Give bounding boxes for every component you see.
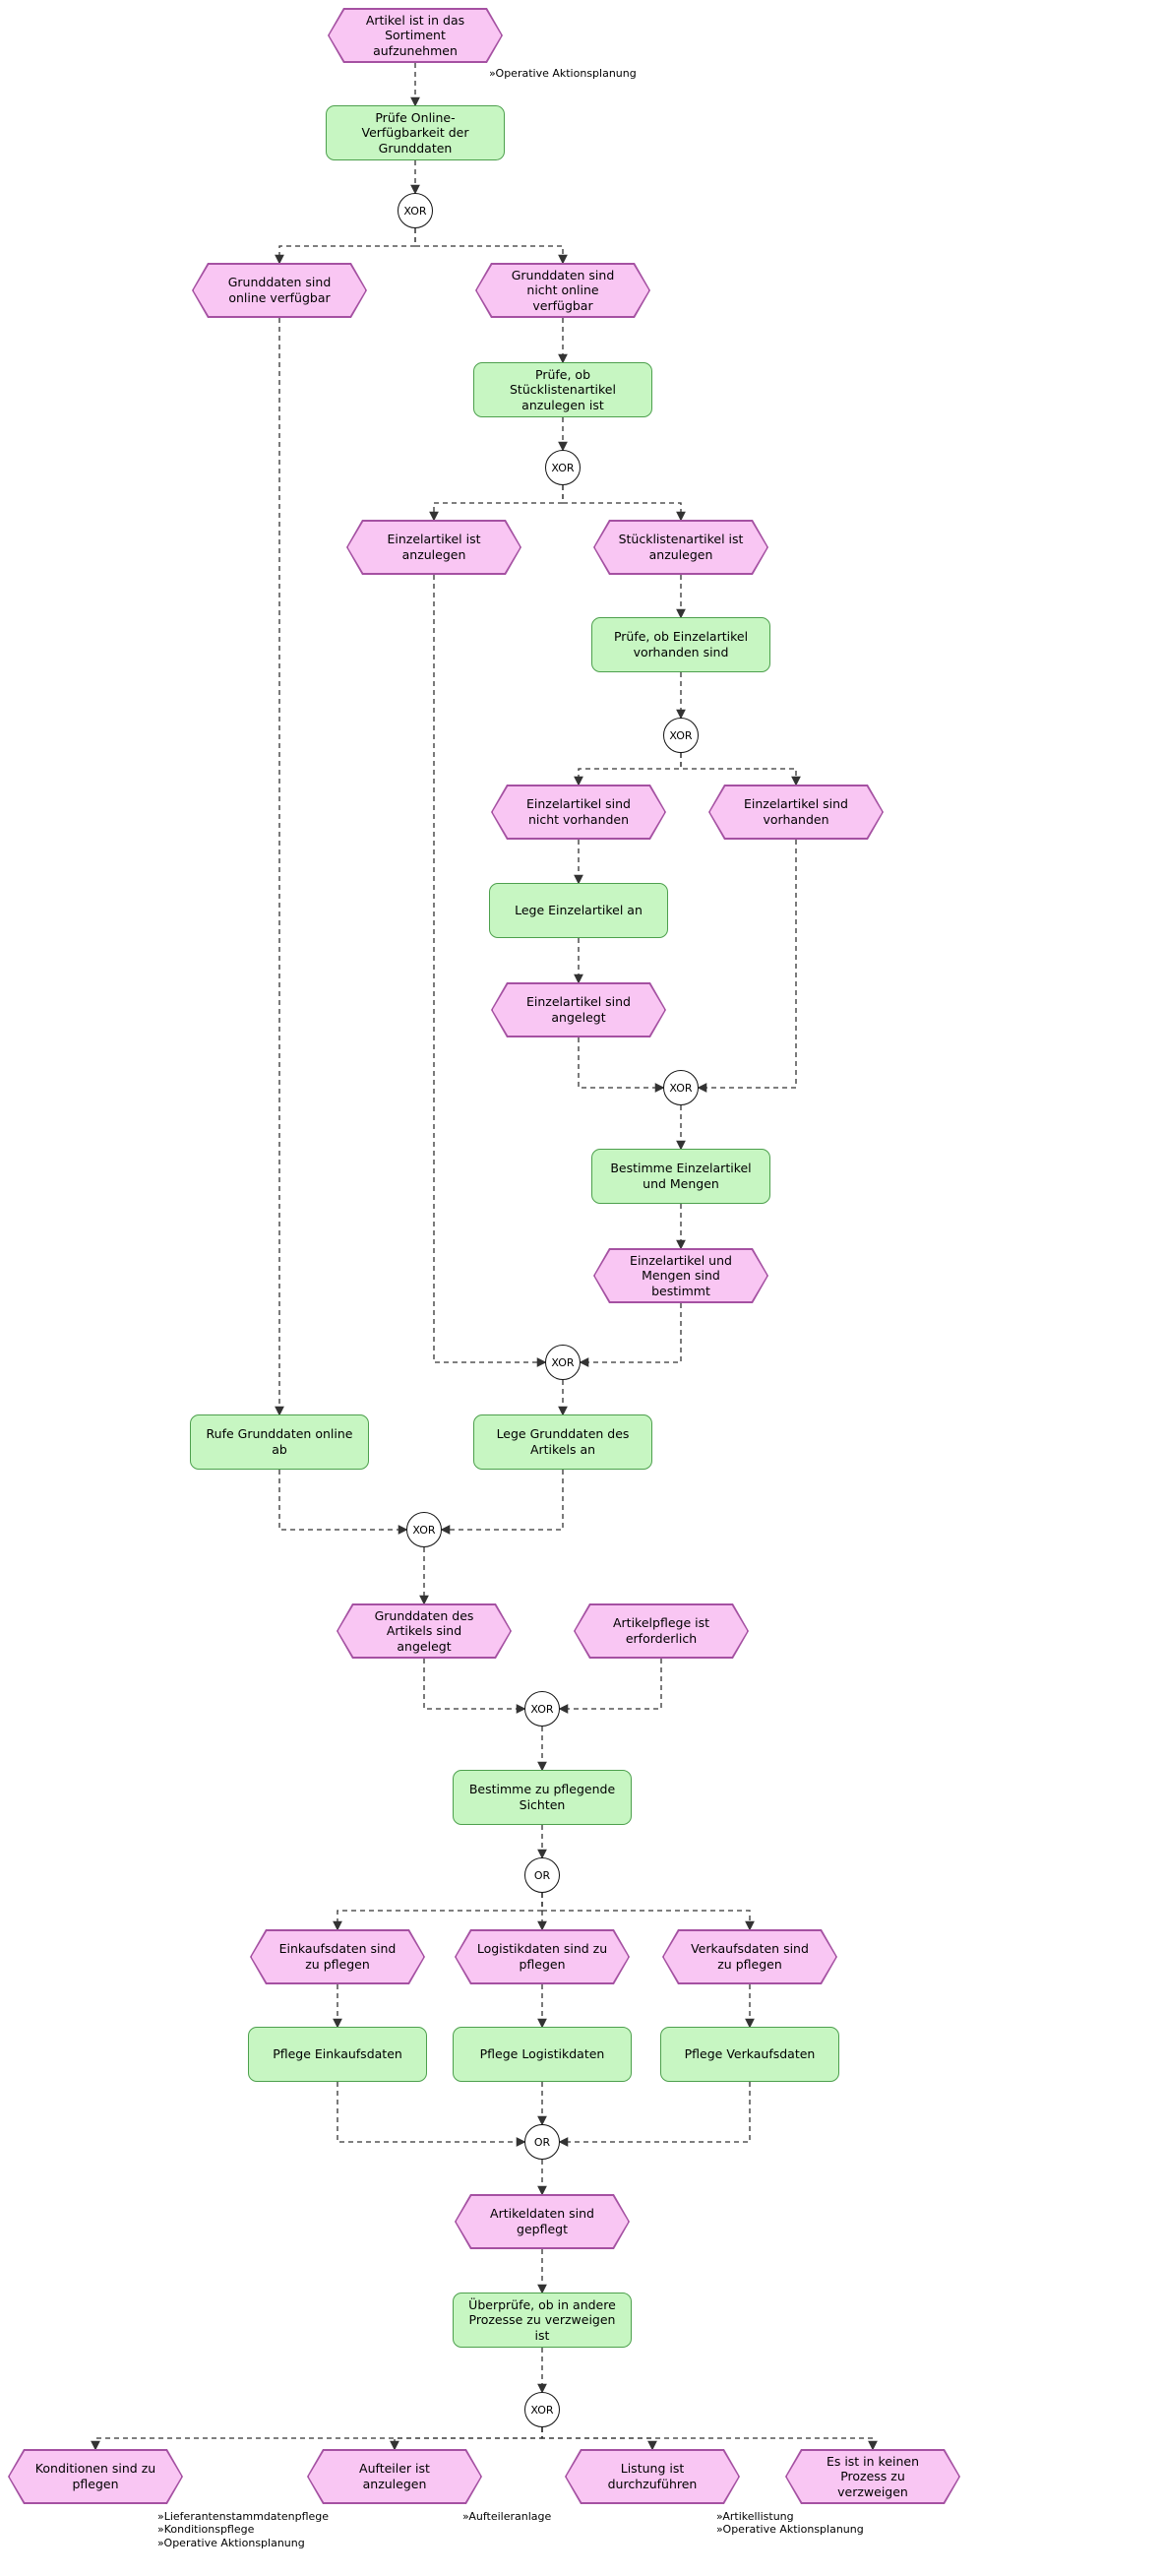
- event-kein-prozess-zu-verzweigen[interactable]: Es ist in keinen Prozess zu verzweigen: [785, 2449, 960, 2504]
- event-einzelartikel-mengen-bestimmt[interactable]: Einzelartikel und Mengen sind bestimmt: [593, 1248, 768, 1303]
- event-label: Stücklistenartikel ist anzulegen: [594, 521, 767, 574]
- event-label: Grunddaten des Artikels sind angelegt: [337, 1604, 511, 1658]
- event-grunddaten-artikel-angelegt[interactable]: Grunddaten des Artikels sind angelegt: [337, 1603, 512, 1659]
- annotation-line: »Operative Aktionsplanung: [157, 2536, 305, 2549]
- annotation-line: »Operative Aktionsplanung: [716, 2523, 864, 2537]
- event-grunddaten-online-verfuegbar[interactable]: Grunddaten sind online verfügbar: [192, 263, 367, 318]
- event-listung-durchzufuehren[interactable]: Listung ist durchzuführen: [565, 2449, 740, 2504]
- event-einzelartikel-angelegt[interactable]: Einzelartikel sind angelegt: [491, 982, 666, 1037]
- annotation-line: »Konditionspflege: [157, 2523, 255, 2537]
- connector-xor-1[interactable]: XOR: [398, 193, 433, 228]
- event-artikel-in-sortiment-aufzunehmen[interactable]: Artikel ist in das Sortiment aufzunehmen: [328, 8, 503, 63]
- event-label: Aufteiler ist anzulegen: [308, 2450, 481, 2503]
- connector-or-2[interactable]: OR: [524, 2124, 560, 2160]
- annotation-line: »Lieferantenstammdatenpflege: [157, 2510, 330, 2523]
- function-ueberpruefe-verzweigung[interactable]: Überprüfe, ob in andere Prozesse zu verz…: [453, 2293, 632, 2348]
- connector-xor-6[interactable]: XOR: [406, 1512, 442, 1547]
- connector-xor-2[interactable]: XOR: [545, 450, 581, 485]
- event-label: Einzelartikel sind angelegt: [492, 983, 665, 1037]
- function-pflege-einkaufsdaten[interactable]: Pflege Einkaufsdaten: [248, 2027, 427, 2082]
- event-grunddaten-nicht-online-verfuegbar[interactable]: Grunddaten sind nicht online verfügbar: [475, 263, 650, 318]
- event-label: Logistikdaten sind zu pflegen: [456, 1930, 629, 1983]
- annotation-bottom-mid: »Aufteileranlage: [462, 2510, 551, 2523]
- event-artikeldaten-gepflegt[interactable]: Artikeldaten sind gepflegt: [455, 2194, 630, 2249]
- event-label: Es ist in keinen Prozess zu verzweigen: [786, 2450, 959, 2503]
- event-label: Einkaufsdaten sind zu pflegen: [251, 1930, 424, 1983]
- event-aufteiler-anzulegen[interactable]: Aufteiler ist anzulegen: [307, 2449, 482, 2504]
- event-einkaufsdaten-zu-pflegen[interactable]: Einkaufsdaten sind zu pflegen: [250, 1929, 425, 1984]
- event-stuecklistenartikel-ist-anzulegen[interactable]: Stücklistenartikel ist anzulegen: [593, 520, 768, 575]
- event-artikelpflege-erforderlich[interactable]: Artikelpflege ist erforderlich: [574, 1603, 749, 1659]
- function-pruefe-einzelartikel-vorhanden[interactable]: Prüfe, ob Einzelartikel vorhanden sind: [591, 617, 770, 672]
- event-verkaufsdaten-zu-pflegen[interactable]: Verkaufsdaten sind zu pflegen: [662, 1929, 837, 1984]
- connector-or-1[interactable]: OR: [524, 1857, 560, 1893]
- connector-xor-8[interactable]: XOR: [524, 2392, 560, 2427]
- annotation-bottom-left: »Lieferantenstammdatenpflege »Konditions…: [157, 2510, 329, 2549]
- event-konditionen-zu-pflegen[interactable]: Konditionen sind zu pflegen: [8, 2449, 183, 2504]
- event-label: Artikeldaten sind gepflegt: [456, 2195, 629, 2248]
- event-einzelartikel-vorhanden[interactable]: Einzelartikel sind vorhanden: [708, 785, 884, 840]
- event-einzelartikel-nicht-vorhanden[interactable]: Einzelartikel sind nicht vorhanden: [491, 785, 666, 840]
- event-label: Listung ist durchzuführen: [566, 2450, 739, 2503]
- annotation-line: »Artikellistung: [716, 2510, 794, 2523]
- function-pflege-verkaufsdaten[interactable]: Pflege Verkaufsdaten: [660, 2027, 839, 2082]
- function-pflege-logistikdaten[interactable]: Pflege Logistikdaten: [453, 2027, 632, 2082]
- event-label: Einzelartikel ist anzulegen: [347, 521, 521, 574]
- event-label: Grunddaten sind nicht online verfügbar: [476, 264, 649, 317]
- connector-xor-5[interactable]: XOR: [545, 1345, 581, 1380]
- function-lege-grunddaten-an[interactable]: Lege Grunddaten des Artikels an: [473, 1414, 652, 1470]
- event-label: Verkaufsdaten sind zu pflegen: [663, 1930, 836, 1983]
- function-lege-einzelartikel-an[interactable]: Lege Einzelartikel an: [489, 883, 668, 938]
- function-rufe-grunddaten-online-ab[interactable]: Rufe Grunddaten online ab: [190, 1414, 369, 1470]
- annotation-line: »Aufteileranlage: [462, 2510, 552, 2523]
- event-label: Artikelpflege ist erforderlich: [575, 1604, 748, 1658]
- event-label: Konditionen sind zu pflegen: [9, 2450, 182, 2503]
- annotation-bottom-right: »Artikellistung »Operative Aktionsplanun…: [716, 2510, 864, 2537]
- function-bestimme-einzelartikel-mengen[interactable]: Bestimme Einzelartikel und Mengen: [591, 1149, 770, 1204]
- event-label: Einzelartikel sind vorhanden: [709, 785, 883, 839]
- connector-xor-4[interactable]: XOR: [663, 1070, 699, 1105]
- event-label: Einzelartikel und Mengen sind bestimmt: [594, 1249, 767, 1302]
- connector-xor-7[interactable]: XOR: [524, 1691, 560, 1727]
- event-label: Grunddaten sind online verfügbar: [193, 264, 366, 317]
- annotation-operative-aktionsplanung: »Operative Aktionsplanung: [489, 67, 637, 80]
- event-label: Einzelartikel sind nicht vorhanden: [492, 785, 665, 839]
- function-pruefe-online-verfuegbarkeit[interactable]: Prüfe Online-Verfügbarkeit der Grunddate…: [326, 105, 505, 160]
- function-bestimme-sichten[interactable]: Bestimme zu pflegende Sichten: [453, 1770, 632, 1825]
- event-logistikdaten-zu-pflegen[interactable]: Logistikdaten sind zu pflegen: [455, 1929, 630, 1984]
- connector-xor-3[interactable]: XOR: [663, 718, 699, 753]
- event-einzelartikel-ist-anzulegen[interactable]: Einzelartikel ist anzulegen: [346, 520, 521, 575]
- event-label: Artikel ist in das Sortiment aufzunehmen: [329, 9, 502, 62]
- function-pruefe-stuecklistenartikel[interactable]: Prüfe, ob Stücklistenartikel anzulegen i…: [473, 362, 652, 417]
